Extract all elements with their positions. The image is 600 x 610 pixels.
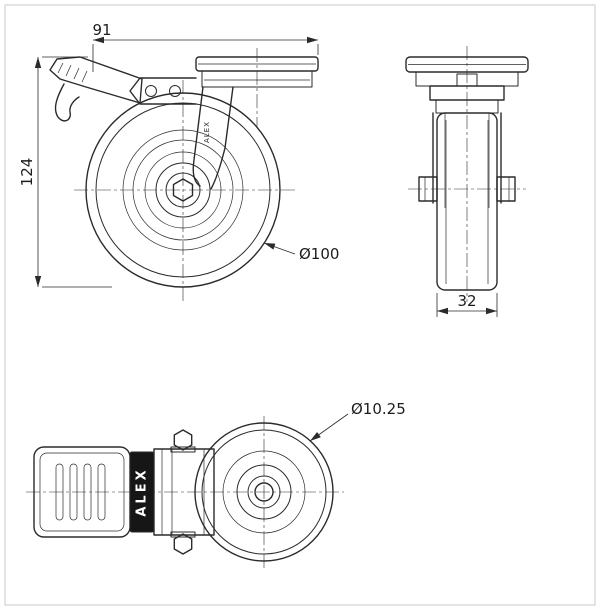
brand-label-text: ALEX: [135, 467, 150, 516]
side-view: 32: [405, 46, 529, 317]
bottom-view: ALEX Ø10.25: [26, 400, 406, 568]
pedal-rib: [97, 463, 106, 521]
front-view: ALEX 91: [18, 21, 339, 302]
dimension-bolt-hole: Ø10.25: [309, 400, 406, 442]
pedal-rib: [83, 463, 92, 521]
pedal-rib: [55, 463, 64, 521]
axle-hex: [172, 178, 194, 202]
bolt-hole: [254, 482, 274, 502]
dim-text-124: 124: [18, 158, 36, 187]
front-fork: ALEX: [192, 86, 234, 190]
dim-text-32: 32: [457, 292, 476, 310]
dim-text-d100: Ø100: [299, 245, 339, 263]
bottom-wheel: [194, 422, 334, 562]
brake-hook: [54, 83, 80, 122]
bottom-washer: [170, 531, 196, 538]
dim-text-91: 91: [92, 21, 111, 39]
dimension-wheel-diameter: Ø100: [263, 242, 339, 263]
side-swivel-housing: [429, 85, 505, 114]
fork-logo-text: ALEX: [203, 121, 211, 143]
dim-text-d1025: Ø10.25: [351, 400, 406, 418]
front-brake-bracket: [129, 77, 197, 105]
side-fork: [432, 112, 502, 208]
front-top-plate: [195, 56, 319, 88]
pedal-rib: [69, 463, 78, 521]
bottom-housing: [153, 429, 215, 555]
drawing-border: [4, 4, 596, 606]
bracket-hole-left: [145, 85, 157, 97]
brand-label: ALEX: [129, 451, 155, 533]
front-wheel: [85, 92, 281, 288]
top-bolt-hex: [173, 429, 193, 451]
bottom-bolt-hex: [173, 533, 193, 555]
dimension-plate-offset: 91: [92, 21, 319, 72]
dimension-overall-height: 124: [18, 56, 112, 288]
side-axle-nuts: [418, 176, 516, 202]
front-brake-pedal: [49, 56, 143, 122]
top-washer: [170, 446, 196, 453]
dimension-wheel-width: 32: [436, 292, 498, 317]
bracket-hole-right: [169, 85, 181, 97]
